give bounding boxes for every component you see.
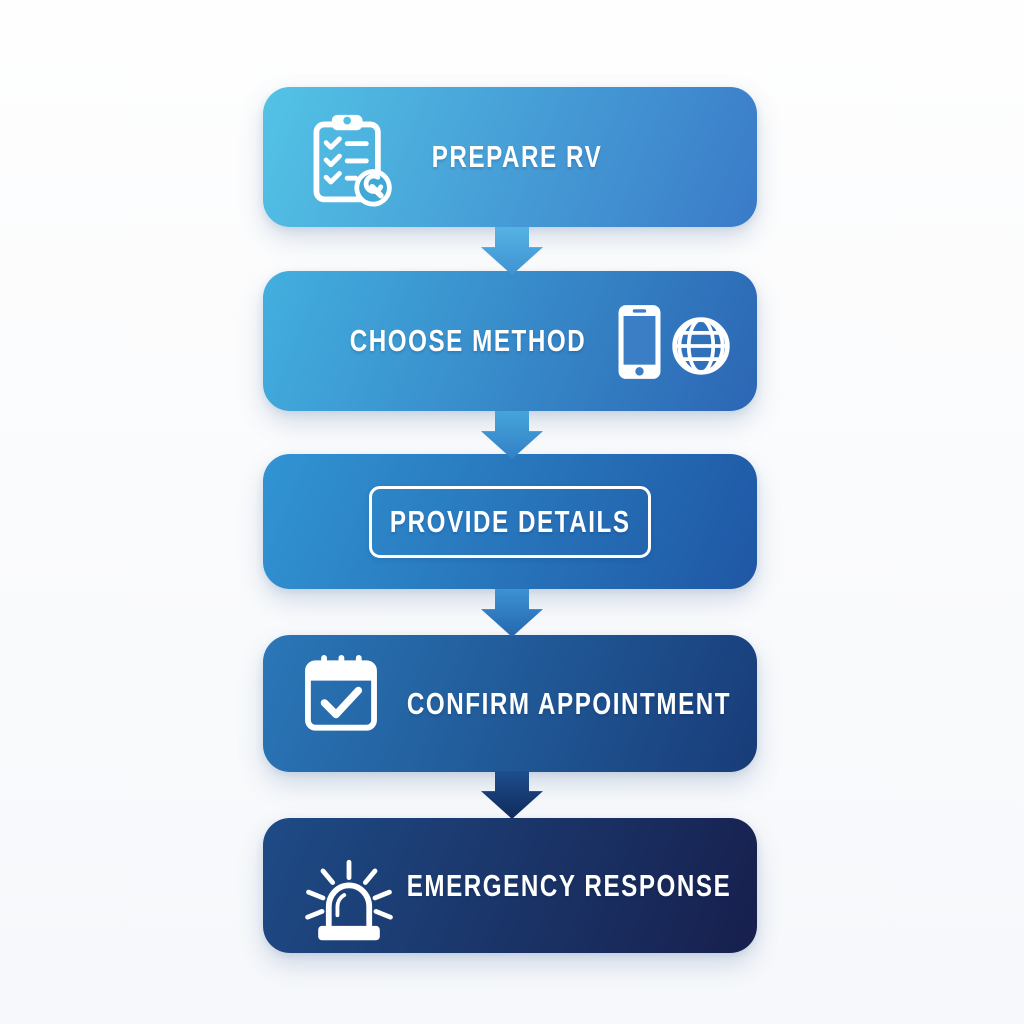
smartphone-icon: [616, 303, 663, 381]
arrow-down-icon: [481, 411, 543, 459]
arrow-down-icon: [481, 589, 543, 637]
clipboard-checklist-wrench-icon: [303, 111, 399, 207]
calendar-check-icon: [303, 652, 379, 734]
step-label: CHOOSE METHOD: [349, 323, 587, 358]
globe-icon: [669, 314, 733, 378]
step-label: PROVIDE DETAILS: [389, 503, 631, 539]
step-provide-details: PROVIDE DETAILS: [263, 454, 757, 589]
siren-icon: [296, 844, 402, 948]
step-choose-method: CHOOSE METHOD: [263, 271, 757, 411]
arrow-down-icon: [481, 227, 543, 275]
step-emergency-response: EMERGENCY RESPONSE: [263, 818, 757, 953]
step-label: PREPARE RV: [432, 139, 603, 174]
step-label: EMERGENCY RESPONSE: [406, 867, 732, 903]
step-label: CONFIRM APPOINTMENT: [407, 685, 732, 721]
step-confirm-appointment: CONFIRM APPOINTMENT: [263, 635, 757, 772]
step-prepare-rv: PREPARE RV: [263, 87, 757, 227]
arrow-down-icon: [481, 771, 543, 819]
outlined-label-box: PROVIDE DETAILS: [369, 485, 651, 558]
